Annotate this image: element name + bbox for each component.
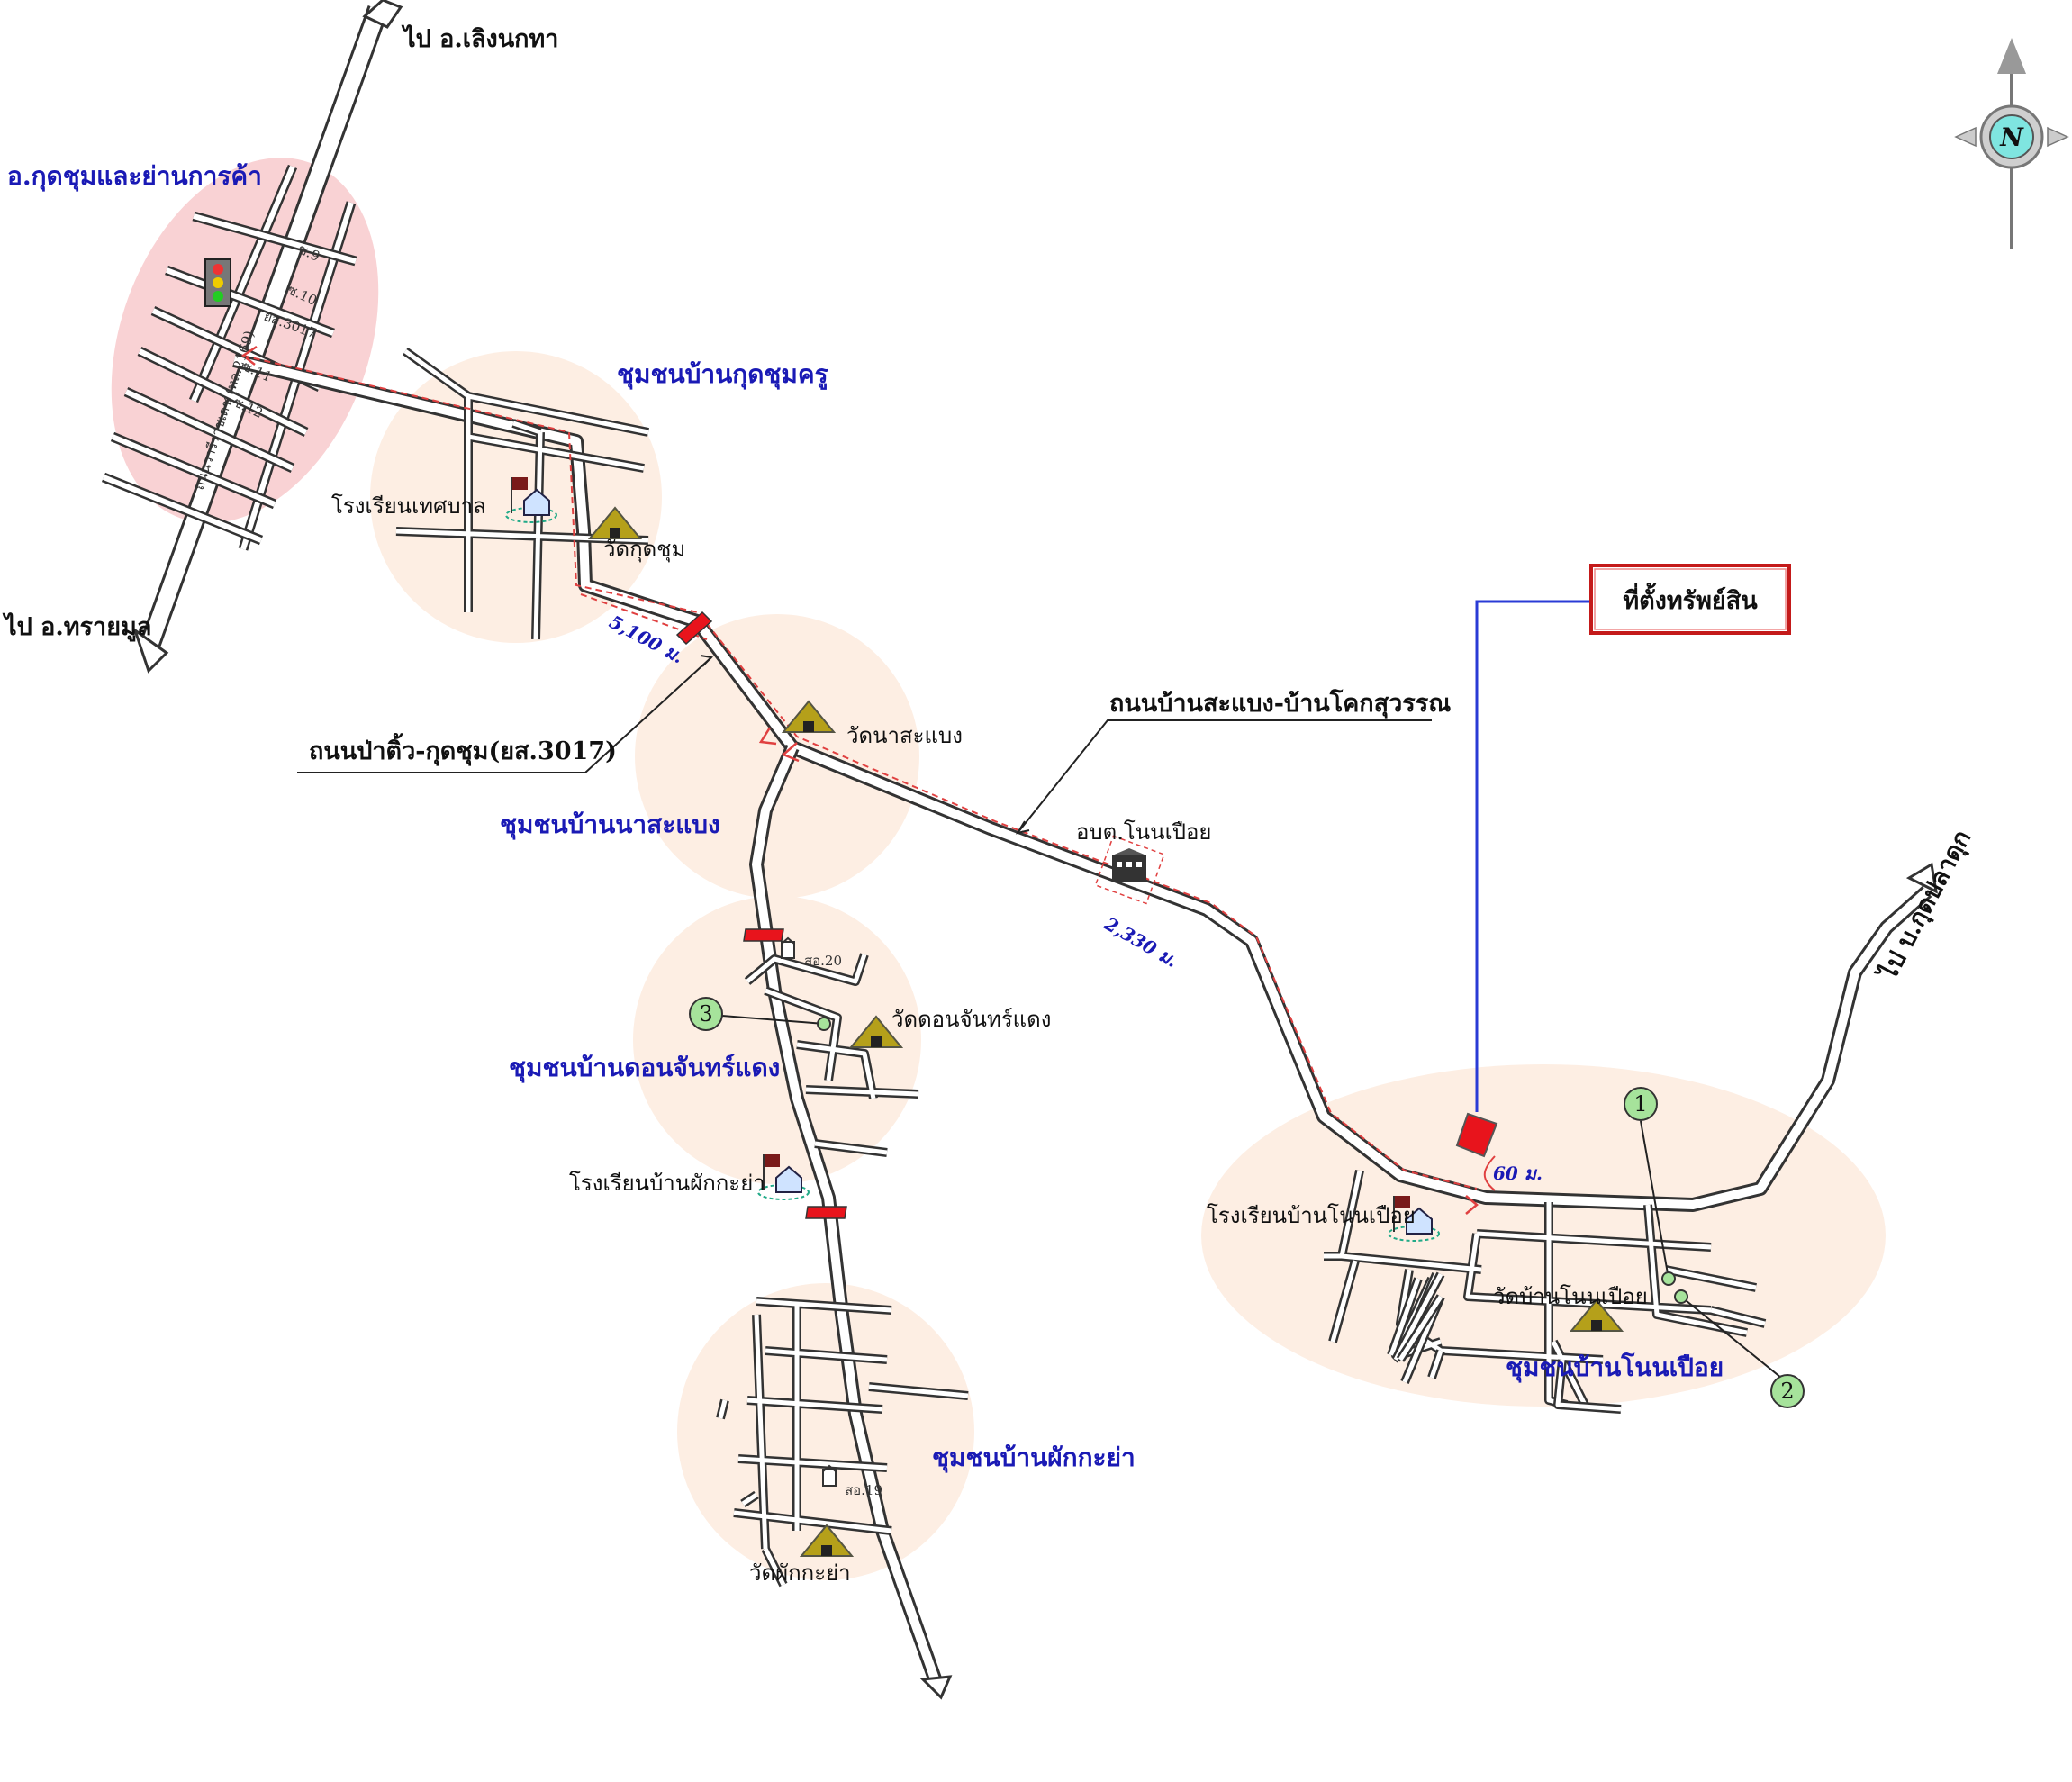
route-arrow-4: [1465, 1195, 1479, 1215]
label-to-sai-mun: ไป อ.ทรายมูล: [2, 612, 151, 642]
label-community-non-poei: ชุมชนบ้านโนนเปือย: [1506, 1352, 1724, 1383]
label-health-center-19: สอ.19: [845, 1482, 882, 1498]
arrow-end-south-west: [132, 627, 169, 674]
label-road-pa-tio-kutchum: ถนนป่าติ้ว-กุดชุม(ยส.3017): [309, 732, 617, 766]
route-arrow-1: [240, 345, 258, 366]
temple-icon: [781, 700, 837, 733]
school-icon: [757, 1154, 810, 1200]
school-icon: [505, 477, 557, 523]
community-area-don-chan-daeng: [633, 896, 921, 1184]
label-to-ban-kut-pla-duk: ไป บ.กุดปลาดุก: [1873, 825, 1978, 987]
label-wat-ban-non-poei: วัดบ้านโนนเปือย: [1493, 1284, 1648, 1309]
label-health-center-20: สอ.20: [804, 953, 842, 969]
arrow-end-north-east: [1905, 862, 1938, 894]
traffic-light-icon: [204, 258, 231, 307]
leader-line: [1475, 600, 1589, 1112]
compass-icon: N: [1954, 38, 2069, 249]
label-wat-phak-kaya: วัดผักกะย่า: [749, 1560, 851, 1586]
label-community-kutchum-khru: ชุมชนบ้านกุดชุมครู: [617, 359, 828, 390]
label-community-na-sabaeng: ชุมชนบ้านนาสะแบง: [500, 810, 720, 840]
community-area-phak-kaya: [677, 1283, 974, 1580]
label-municipal-school: โรงเรียนเทศบาล: [331, 493, 486, 519]
callout-leaders: [297, 655, 1432, 835]
title-box: ที่ตั้งทรัพย์สิน: [1589, 564, 1791, 635]
compass-letter: N: [1999, 122, 2024, 152]
label-school-non-poei: โรงเรียนบ้านโนนเปือย: [1207, 1203, 1416, 1228]
property-marker: [1455, 1112, 1498, 1158]
label-community-don-chan-daeng: ชุมชนบ้านดอนจันทร์แดง: [509, 1053, 780, 1083]
road-network: [101, 0, 1938, 1700]
marker-1-label: 1: [1633, 1091, 1647, 1117]
marker-3: 3: [689, 997, 831, 1031]
distance-60: 60 ม.: [1493, 1162, 1543, 1184]
label-school-phak-kaya: โรงเรียนบ้านผักกะย่า: [569, 1171, 765, 1196]
label-kutchum-district: อ.กุดชุมและย่านการค้า: [7, 161, 262, 192]
arrow-end-north: [362, 0, 403, 29]
route-arrow-2: [758, 727, 777, 746]
label-wat-don-chan-daeng: วัดดอนจันทร์แดง: [891, 1007, 1051, 1032]
label-community-phak-kaya: ชุมชนบ้านผักกะย่า: [932, 1443, 1136, 1473]
health-center-icon: [781, 936, 795, 959]
title-label: ที่ตั้งทรัพย์สิน: [1623, 582, 1758, 615]
community-area-na-sabaeng: [635, 614, 919, 899]
label-wat-na-sabaeng: วัดนาสะแบง: [846, 723, 963, 748]
temple-icon: [799, 1524, 855, 1557]
temple-icon: [848, 1015, 904, 1048]
temple-icon: [1569, 1298, 1624, 1332]
school-icon: [1388, 1196, 1440, 1242]
label-obt-non-poei: อบต.โนนเปือย: [1076, 819, 1211, 845]
health-center-icon: [822, 1464, 837, 1487]
distance-arrow-60m: [1483, 1155, 1496, 1191]
bridge-marks: [675, 611, 847, 1219]
label-wat-kutchum: วัดกุดชุม: [603, 537, 685, 563]
marker-3-label: 3: [699, 1001, 712, 1027]
temple-icon: [587, 506, 643, 539]
distance-2330: 2,330 ม.: [1100, 912, 1182, 972]
route-arrow-3: [781, 742, 800, 763]
route-line: [242, 355, 1478, 1190]
building-icon: [1094, 835, 1165, 905]
marker-2-label: 2: [1780, 1379, 1794, 1404]
marker-1: 1: [1624, 1087, 1676, 1286]
marker-2: 2: [1674, 1289, 1805, 1408]
arrow-end-south: [919, 1675, 953, 1700]
label-to-lerngnoktha: ไป อ.เลิงนกทา: [401, 24, 558, 53]
label-road-sabaeng-khok-suwan: ถนนบ้านสะแบง-บ้านโคกสุวรรณ: [1109, 688, 1451, 719]
